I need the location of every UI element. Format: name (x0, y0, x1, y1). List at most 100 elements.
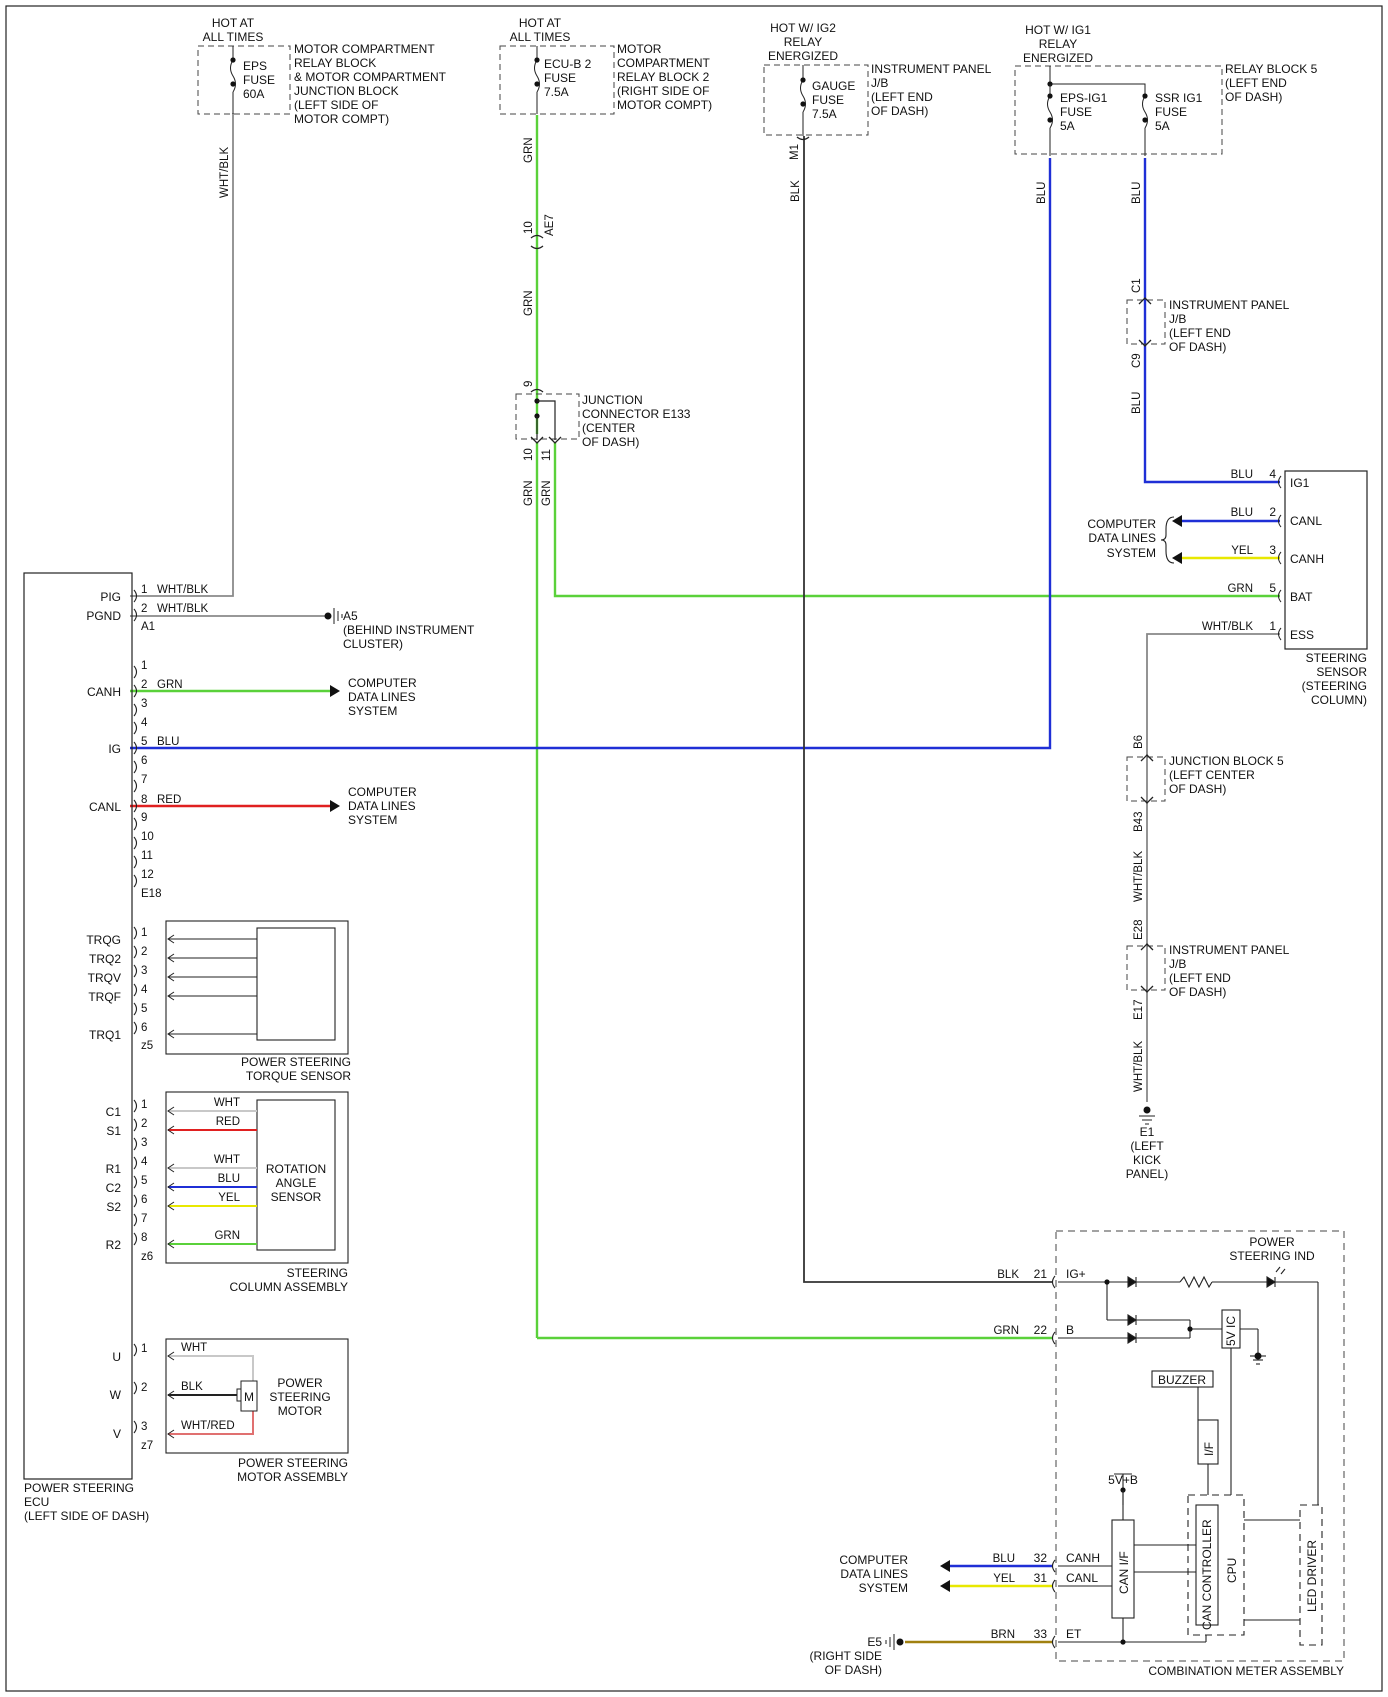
svg-text:GRN: GRN (541, 480, 553, 506)
power-steering-ecu: PIG PGND CANH IG CANL 1 WHT/BLK 2 WHT/BL… (23, 572, 208, 1523)
svg-text:BUZZER: BUZZER (1158, 1373, 1206, 1387)
svg-text:5V IC: 5V IC (1224, 1316, 1238, 1346)
svg-text:E17: E17 (1133, 1000, 1145, 1020)
svg-text:PIG: PIG (100, 590, 121, 604)
svg-text:CANH: CANH (87, 685, 121, 699)
svg-text:BLK: BLK (997, 1269, 1019, 1281)
svg-text:DATA LINES: DATA LINES (1088, 531, 1156, 545)
svg-text:STEERING IND: STEERING IND (1229, 1249, 1315, 1263)
svg-text:WHT/BLK: WHT/BLK (1202, 621, 1253, 633)
ground-e5: E5 (RIGHT SIDE OF DASH) (810, 1634, 904, 1677)
svg-text:HOT W/ IG2: HOT W/ IG2 (770, 21, 836, 35)
torque-sensor: TRQG TRQ2 TRQV TRQF TRQ1 1 2 3 4 5 6 z5 … (86, 920, 351, 1083)
svg-text:S1: S1 (106, 1124, 121, 1138)
svg-text:DATA LINES: DATA LINES (348, 690, 416, 704)
svg-text:2: 2 (141, 946, 147, 958)
svg-text:STEERING: STEERING (1306, 651, 1367, 665)
svg-text:5: 5 (141, 736, 147, 748)
svg-text:AE7: AE7 (544, 214, 556, 236)
svg-text:C1: C1 (1131, 278, 1143, 293)
rotation-angle-sensor: C1 S1 R1 C2 S2 R2 1 2 3 4 5 6 7 8 z6 WHT (106, 1091, 349, 1294)
svg-text:INSTRUMENT PANEL: INSTRUMENT PANEL (871, 62, 992, 76)
svg-text:7: 7 (141, 1213, 147, 1225)
svg-text:1: 1 (1269, 619, 1276, 633)
svg-text:IG: IG (108, 742, 121, 756)
svg-text:CANL: CANL (89, 800, 121, 814)
wire-ess-e1 (1146, 633, 1280, 1102)
svg-text:R1: R1 (106, 1162, 122, 1176)
svg-text:1: 1 (141, 1343, 147, 1355)
svg-text:CAN I/F: CAN I/F (1117, 1551, 1131, 1594)
svg-text:C9: C9 (1131, 353, 1143, 368)
svg-text:JUNCTION: JUNCTION (582, 393, 643, 407)
svg-text:z6: z6 (141, 1251, 153, 1263)
svg-text:WHT/BLK: WHT/BLK (157, 603, 208, 615)
svg-text:z7: z7 (141, 1440, 153, 1452)
svg-text:YEL: YEL (218, 1192, 240, 1204)
svg-text:SYSTEM: SYSTEM (348, 704, 397, 718)
svg-text:JUNCTION BLOCK: JUNCTION BLOCK (294, 84, 399, 98)
svg-text:(LEFT END: (LEFT END (1169, 326, 1231, 340)
svg-text:FUSE: FUSE (1060, 105, 1092, 119)
svg-text:GRN: GRN (523, 480, 535, 506)
svg-text:5: 5 (1269, 581, 1276, 595)
svg-text:DATA LINES: DATA LINES (840, 1567, 908, 1581)
svg-text:DATA LINES: DATA LINES (348, 799, 416, 813)
svg-text:FUSE: FUSE (544, 71, 576, 85)
svg-text:POWER: POWER (277, 1376, 323, 1390)
svg-text:3: 3 (141, 1421, 147, 1433)
svg-text:SYSTEM: SYSTEM (1107, 546, 1156, 560)
svg-text:RELAY: RELAY (784, 35, 822, 49)
svg-text:4: 4 (141, 717, 148, 729)
svg-text:6: 6 (141, 1194, 147, 1206)
svg-text:B: B (1066, 1323, 1074, 1337)
svg-text:BLU: BLU (1131, 392, 1143, 414)
svg-text:HOT AT: HOT AT (519, 16, 562, 30)
svg-text:WHT: WHT (214, 1097, 240, 1109)
svg-text:R2: R2 (106, 1238, 122, 1252)
svg-text:GAUGE: GAUGE (812, 79, 855, 93)
svg-text:6: 6 (141, 755, 147, 767)
svg-text:5A: 5A (1060, 119, 1075, 133)
svg-text:2: 2 (141, 679, 147, 691)
e133-junction-connector: 9 10 11 JUNCTION CONNECTOR E133 (CENTER … (515, 381, 691, 506)
svg-text:ALL TIMES: ALL TIMES (510, 30, 571, 44)
svg-text:A5: A5 (343, 609, 358, 623)
svg-text:M: M (244, 1390, 254, 1404)
svg-text:ET: ET (1066, 1627, 1082, 1641)
svg-text:BLK: BLK (790, 180, 802, 202)
svg-text:(LEFT CENTER: (LEFT CENTER (1169, 768, 1255, 782)
ss-connector-marks (1278, 475, 1282, 641)
svg-text:C2: C2 (106, 1181, 122, 1195)
svg-text:COMPUTER: COMPUTER (1087, 517, 1156, 531)
svg-text:TRQG: TRQG (86, 933, 121, 947)
svg-text:(LEFT: (LEFT (1130, 1139, 1164, 1153)
svg-text:WHT/BLK: WHT/BLK (157, 584, 208, 596)
svg-text:2: 2 (141, 1118, 147, 1130)
svg-text:YEL: YEL (993, 1573, 1015, 1585)
svg-text:10: 10 (523, 221, 535, 234)
svg-text:SENSOR: SENSOR (1316, 665, 1367, 679)
svg-text:COMPUTER: COMPUTER (348, 785, 417, 799)
svg-text:TRQ2: TRQ2 (89, 952, 121, 966)
svg-text:4: 4 (141, 1156, 148, 1168)
svg-text:FUSE: FUSE (812, 93, 844, 107)
svg-text:WHT/BLK: WHT/BLK (219, 147, 231, 198)
svg-text:RED: RED (157, 794, 181, 806)
svg-text:(LEFT END: (LEFT END (1169, 971, 1231, 985)
svg-text:ENERGIZED: ENERGIZED (768, 49, 838, 63)
svg-text:TORQUE SENSOR: TORQUE SENSOR (246, 1069, 351, 1083)
svg-text:POWER: POWER (1249, 1235, 1295, 1249)
svg-text:5: 5 (141, 1175, 147, 1187)
svg-text:BRN: BRN (991, 1629, 1015, 1641)
svg-text:7.5A: 7.5A (544, 85, 569, 99)
combination-meter: POWER STEERING IND IG+ B CANH CANL ET 21… (839, 1230, 1345, 1678)
svg-text:CLUSTER): CLUSTER) (343, 637, 403, 651)
ig1-fuse-block: HOT W/ IG1 RELAY ENERGIZED EPS-IG1 FUSE … (1014, 23, 1318, 414)
svg-text:V: V (113, 1427, 121, 1441)
svg-text:OF DASH): OF DASH) (825, 1663, 882, 1677)
svg-text:YEL: YEL (1231, 545, 1253, 557)
svg-text:ECU: ECU (24, 1495, 49, 1509)
ae7-connector: 10 AE7 (523, 214, 556, 250)
